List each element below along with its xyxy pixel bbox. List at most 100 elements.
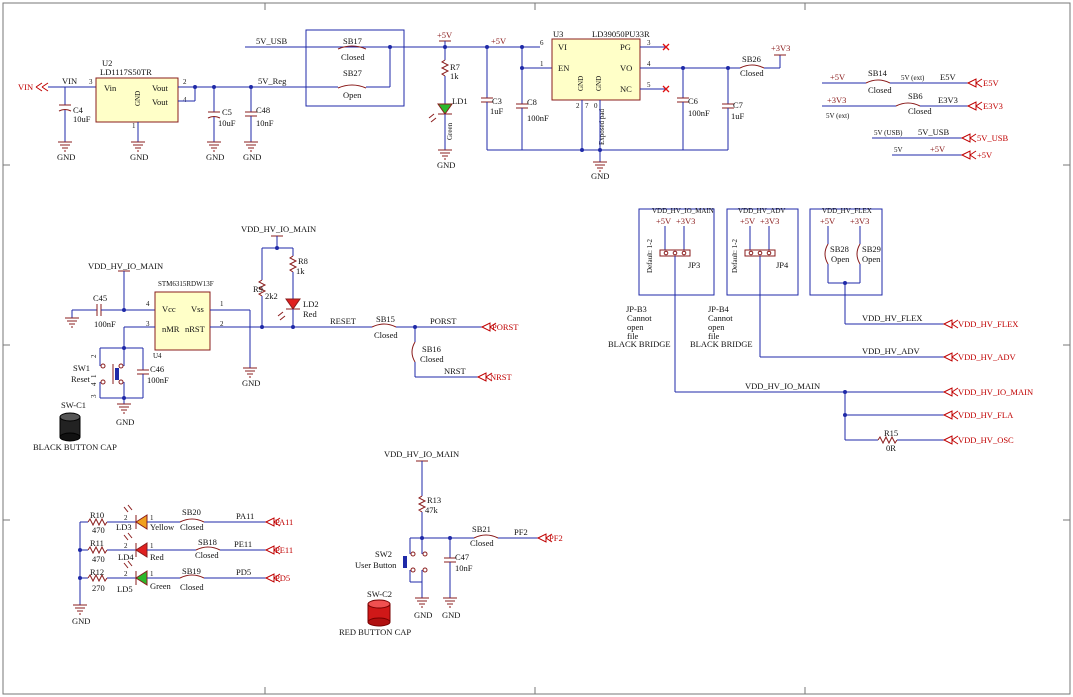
- ld2-led[interactable]: LD2 Red: [277, 298, 319, 327]
- vdd-hv-io-main-output[interactable]: VDD_HV_IO_MAIN VDD_HV_IO_MAIN: [675, 381, 1033, 397]
- vin-port[interactable]: VIN: [18, 82, 49, 92]
- r13-value: 47k: [425, 505, 439, 515]
- c6-ref: C6: [688, 96, 698, 106]
- u2-pin-gnd: GND: [134, 91, 142, 106]
- pd5-port: PD5: [275, 573, 290, 583]
- u2-pin3: 3: [89, 78, 93, 86]
- u3-ldo[interactable]: U3 LD39050PU33R VI PG EN VO NC GND GND E…: [540, 29, 670, 181]
- c46-capacitor[interactable]: C46 100nF: [137, 348, 169, 398]
- border-ticks: [3, 3, 1070, 694]
- r9-resistor[interactable]: R9 2k2: [253, 248, 278, 327]
- porst-port[interactable]: PORST: [480, 322, 519, 332]
- sb16-bridge[interactable]: SB16 Closed NRST: [411, 327, 478, 378]
- led-row-yellow[interactable]: R10 470 2 1 LD3 Yellow SB20 Closed PA11 …: [80, 504, 293, 535]
- c5-value: 10uF: [218, 118, 236, 128]
- cap-red-label: RED BUTTON CAP: [339, 627, 411, 637]
- ld5-pin2: 2: [124, 570, 128, 578]
- c7-capacitor[interactable]: C7 1uF: [722, 68, 745, 150]
- jpb3-note2: open: [627, 322, 644, 332]
- c47-capacitor[interactable]: C47 10nF GND: [442, 538, 473, 620]
- sb26-bridge[interactable]: SB26 Closed +3V3: [728, 43, 790, 78]
- vdd-hv-adv-output[interactable]: VDD_HV_ADV VDD_HV_ADV: [760, 346, 1016, 362]
- flex-selector-box[interactable]: VDD_HV_FLEX +5V +3V3 SB28 Open SB29 Open: [809, 207, 883, 324]
- ld1-led[interactable]: LD1 Green GND: [428, 96, 468, 170]
- c8-capacitor[interactable]: C8 100nF: [516, 47, 549, 150]
- pa11-net: PA11: [236, 511, 254, 521]
- led-row-green[interactable]: R12 270 2 1 LD5 Green SB19 Closed PD5 PD…: [80, 560, 290, 594]
- pf2-net: PF2: [514, 527, 528, 537]
- ext-p3v3: +3V3: [827, 95, 846, 105]
- r10-ref: R10: [90, 510, 104, 520]
- nrst-port[interactable]: NRST: [476, 372, 513, 382]
- sb26-state: Closed: [740, 68, 764, 78]
- e5v-path[interactable]: +5V SB14 Closed 5V (ext) E5V E5V: [822, 68, 999, 95]
- box3-p5v: +5V: [820, 216, 836, 226]
- vdd-hv-flex-output[interactable]: VDD_HV_FLEX VDD_HV_FLEX: [845, 313, 1018, 329]
- c5-capacitor[interactable]: C5 10uF GND: [206, 87, 236, 162]
- jp3-selector-box[interactable]: VDD_HV_IO_MAIN +5V +3V3 Default: 1-2 JP3: [638, 207, 715, 392]
- jp4-selector-box[interactable]: VDD_HV_ADV +5V +3V3 Default: 1-2 JP4: [726, 207, 799, 357]
- c3-capacitor[interactable]: C3 1uF: [481, 47, 504, 150]
- c46-ref: C46: [150, 364, 164, 374]
- c7-value: 1uF: [731, 111, 745, 121]
- sb17-sb27-group[interactable]: SB17 Closed SB27 Open: [305, 29, 405, 107]
- c4-value: 10uF: [73, 114, 91, 124]
- box1-p5v: +5V: [656, 216, 672, 226]
- 5v-usb-port-path[interactable]: 5V (USB) 5V_USB 5V_USB: [872, 127, 1009, 143]
- sb21-bridge[interactable]: SB21 Closed PF2 PF2: [470, 524, 563, 548]
- pe11-net: PE11: [234, 539, 252, 549]
- r10-value: 470: [92, 525, 105, 535]
- c46-value: 100nF: [147, 375, 169, 385]
- box3-p3v3: +3V3: [850, 216, 869, 226]
- p5v-port-path[interactable]: 5V +5V +5V: [892, 144, 993, 160]
- jpb3-note1: Cannot: [627, 313, 652, 323]
- u4-pin-nrst: nRST: [185, 324, 206, 334]
- vdd-hv-fla-output[interactable]: VDD_HV_FLA: [845, 410, 1014, 420]
- box3-net: VDD_HV_FLEX: [822, 207, 872, 215]
- e3v3-path[interactable]: +3V3 SB6 Closed 5V (ext) E3V3 E3V3: [822, 91, 1003, 120]
- p5v-label: +5V: [437, 30, 453, 40]
- jpb4-note1: Cannot: [708, 313, 733, 323]
- sb6-state: Closed: [908, 106, 932, 116]
- sw2-user-button[interactable]: SW2 User Button: [355, 538, 428, 583]
- r13-resistor[interactable]: R13 47k: [417, 495, 441, 538]
- r15-value: 0R: [886, 443, 896, 453]
- c6-capacitor[interactable]: C6 100nF: [677, 68, 710, 150]
- svg-text:3: 3: [90, 394, 98, 398]
- sb19-state: Closed: [180, 582, 204, 592]
- u3-pin5: 5: [647, 81, 651, 89]
- r12-value: 270: [92, 583, 105, 593]
- box2-p3v3: +3V3: [760, 216, 779, 226]
- c6-value: 100nF: [688, 108, 710, 118]
- ld5-pin1: 1: [150, 570, 154, 578]
- c4-capacitor[interactable]: C4 10uF GND: [57, 87, 91, 162]
- c4-gnd-label: GND: [57, 152, 75, 162]
- u3-pin-gnd1: GND: [577, 76, 585, 91]
- u3-part: LD39050PU33R: [592, 29, 650, 39]
- swc1-ref: SW-C1: [61, 400, 86, 410]
- u3-pin-vo: VO: [620, 63, 632, 73]
- u4-supervisor[interactable]: STM6315RDW13F Vcc Vss nMR nRST 4 1 3 2 U…: [146, 280, 260, 388]
- user-button-section: VDD_HV_IO_MAIN R13 47k SW2 User Button: [339, 449, 563, 637]
- c45-capacitor[interactable]: C45 100nF: [64, 293, 155, 329]
- vdd-select-section: VDD_HV_IO_MAIN +5V +3V3 Default: 1-2 JP3…: [608, 207, 1033, 453]
- c3-value: 1uF: [490, 106, 504, 116]
- r9-value: 2k2: [265, 291, 278, 301]
- sw1-reset-button[interactable]: 2 1 3 4 SW1 Reset: [71, 348, 125, 398]
- c48-capacitor[interactable]: C48 10nF GND: [243, 87, 274, 162]
- u4-pin2: 2: [220, 320, 224, 328]
- u2-regulator[interactable]: U2 LD1117S50TR Vin Vout Vout GND 3 2 4 1…: [89, 58, 187, 162]
- r8-resistor[interactable]: R8 1k: [288, 248, 308, 299]
- jpb4-ref: JP-B4: [708, 304, 730, 314]
- e5v-net: E5V: [940, 72, 956, 82]
- c8-ref: C8: [527, 97, 537, 107]
- e3v3-net: E3V3: [938, 95, 958, 105]
- led-row-red[interactable]: R11 470 2 1 LD4 Red SB18 Closed PE11 PE1…: [80, 532, 293, 564]
- ld3-color: Yellow: [150, 522, 175, 532]
- e3v3-port: E3V3: [983, 101, 1003, 111]
- vdd-hv-osc-output[interactable]: R15 0R VDD_HV_OSC: [845, 428, 1014, 453]
- r7-resistor[interactable]: R7 1k: [440, 59, 460, 104]
- sb15-bridge[interactable]: SB15 Closed: [371, 314, 398, 340]
- fla-port: VDD_HV_FLA: [958, 410, 1014, 420]
